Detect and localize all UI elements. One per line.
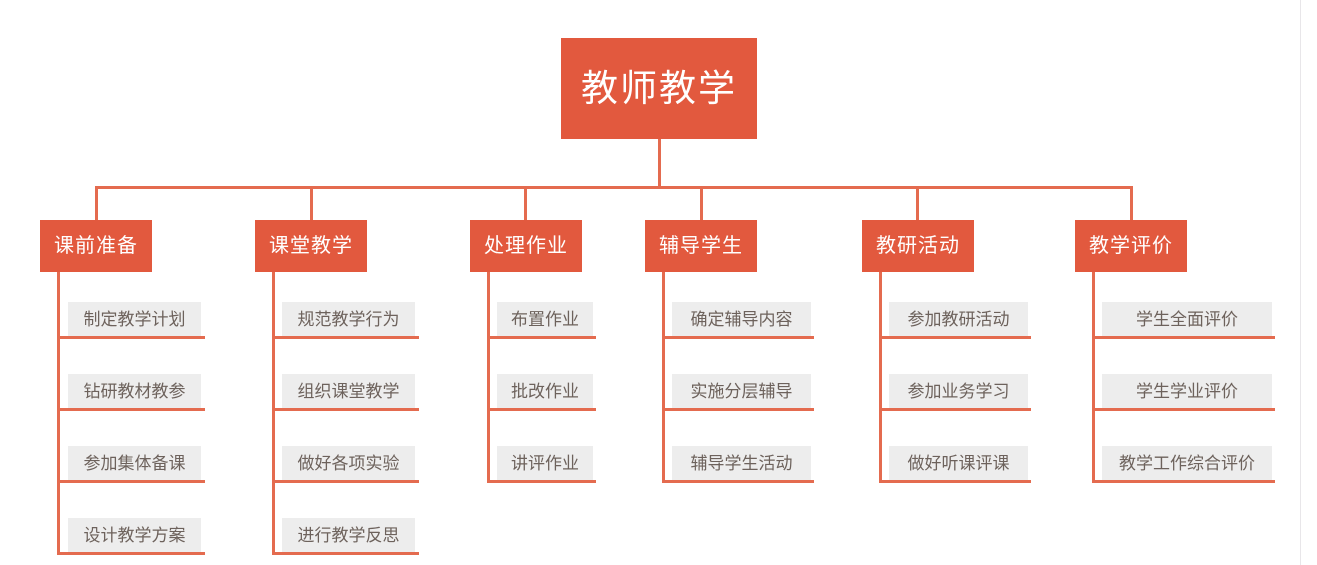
leaf-node-1-4[interactable]: 设计教学方案 [68,518,201,552]
leaf-elbow-connector-3-3 [487,480,596,483]
leaf-node-label: 实施分层辅导 [690,381,793,401]
leaf-node-3-3[interactable]: 讲评作业 [497,446,593,480]
branch-node-4[interactable]: 辅导学生 [645,220,757,272]
leaf-node-label: 组织课堂教学 [297,381,400,401]
leaf-node-label: 规范教学行为 [297,309,400,329]
leaf-node-label: 讲评作业 [511,453,579,473]
leaf-node-label: 辅导学生活动 [690,453,793,473]
branch-node-label: 处理作业 [484,235,568,257]
branch-node-label: 教学评价 [1089,235,1173,257]
root-node[interactable]: 教师教学 [561,38,757,139]
leaf-node-label: 制定教学计划 [83,309,186,329]
leaf-node-4-2[interactable]: 实施分层辅导 [672,374,811,408]
branch-spine-connector-6 [1092,272,1095,480]
branch-spine-connector-2 [272,272,275,552]
leaf-node-label: 做好听课评课 [907,453,1010,473]
leaf-node-label: 参加教研活动 [907,309,1010,329]
leaf-node-label: 钻研教材教参 [83,381,186,401]
leaf-node-label: 设计教学方案 [83,525,186,545]
leaf-elbow-connector-5-3 [879,480,1031,483]
branch-node-5[interactable]: 教研活动 [862,220,974,272]
branch-node-6[interactable]: 教学评价 [1075,220,1187,272]
leaf-node-1-1[interactable]: 制定教学计划 [68,302,201,336]
leaf-node-4-3[interactable]: 辅导学生活动 [672,446,811,480]
root-stem-connector [658,139,661,189]
leaf-elbow-connector-3-1 [487,336,596,339]
branch-spine-connector-4 [662,272,665,480]
leaf-elbow-connector-6-1 [1092,336,1275,339]
branch-drop-connector-1 [95,186,98,220]
leaf-elbow-connector-2-3 [272,480,419,483]
leaf-node-6-1[interactable]: 学生全面评价 [1102,302,1272,336]
leaf-elbow-connector-1-4 [57,552,205,555]
leaf-elbow-connector-1-1 [57,336,205,339]
leaf-node-4-1[interactable]: 确定辅导内容 [672,302,811,336]
leaf-node-label: 布置作业 [511,309,579,329]
leaf-elbow-connector-5-1 [879,336,1031,339]
branch-node-label: 课堂教学 [269,235,353,257]
branch-node-label: 课前准备 [54,235,138,257]
leaf-elbow-connector-2-1 [272,336,419,339]
leaf-elbow-connector-1-2 [57,408,205,411]
branch-drop-connector-2 [310,186,313,220]
leaf-node-3-1[interactable]: 布置作业 [497,302,593,336]
leaf-node-label: 参加业务学习 [907,381,1010,401]
leaf-node-6-3[interactable]: 教学工作综合评价 [1102,446,1272,480]
leaf-node-1-2[interactable]: 钻研教材教参 [68,374,201,408]
leaf-elbow-connector-3-2 [487,408,596,411]
leaf-node-2-3[interactable]: 做好各项实验 [282,446,415,480]
root-node-label: 教师教学 [581,68,737,109]
leaf-node-label: 做好各项实验 [297,453,400,473]
branch-node-3[interactable]: 处理作业 [470,220,582,272]
branch-node-2[interactable]: 课堂教学 [255,220,367,272]
branch-node-1[interactable]: 课前准备 [40,220,152,272]
leaf-elbow-connector-2-2 [272,408,419,411]
branch-spine-connector-3 [487,272,490,480]
branch-spine-connector-5 [879,272,882,480]
branch-drop-connector-4 [700,186,703,220]
branch-node-label: 辅导学生 [659,235,743,257]
leaf-node-label: 批改作业 [511,381,579,401]
leaf-elbow-connector-6-2 [1092,408,1275,411]
leaf-node-label: 学生全面评价 [1136,309,1238,329]
leaf-node-label: 教学工作综合评价 [1119,453,1255,473]
branch-drop-connector-5 [916,186,919,220]
leaf-node-label: 学生学业评价 [1136,381,1238,401]
leaf-node-2-2[interactable]: 组织课堂教学 [282,374,415,408]
leaf-node-2-4[interactable]: 进行教学反思 [282,518,415,552]
leaf-elbow-connector-1-3 [57,480,205,483]
leaf-node-5-2[interactable]: 参加业务学习 [889,374,1028,408]
leaf-node-label: 参加集体备课 [83,453,186,473]
leaf-elbow-connector-5-2 [879,408,1031,411]
branch-drop-connector-3 [524,186,527,220]
leaf-node-2-1[interactable]: 规范教学行为 [282,302,415,336]
leaf-elbow-connector-2-4 [272,552,419,555]
leaf-node-5-3[interactable]: 做好听课评课 [889,446,1028,480]
leaf-node-5-1[interactable]: 参加教研活动 [889,302,1028,336]
leaf-elbow-connector-4-3 [662,480,814,483]
branch-bus-connector [95,186,1133,189]
branch-node-label: 教研活动 [876,235,960,257]
leaf-node-1-3[interactable]: 参加集体备课 [68,446,201,480]
leaf-elbow-connector-4-1 [662,336,814,339]
leaf-elbow-connector-6-3 [1092,480,1275,483]
leaf-node-label: 确定辅导内容 [690,309,793,329]
page-boundary-line [1300,0,1301,565]
leaf-node-label: 进行教学反思 [297,525,400,545]
branch-spine-connector-1 [57,272,60,552]
leaf-node-3-2[interactable]: 批改作业 [497,374,593,408]
leaf-elbow-connector-4-2 [662,408,814,411]
leaf-node-6-2[interactable]: 学生学业评价 [1102,374,1272,408]
branch-drop-connector-6 [1130,186,1133,220]
